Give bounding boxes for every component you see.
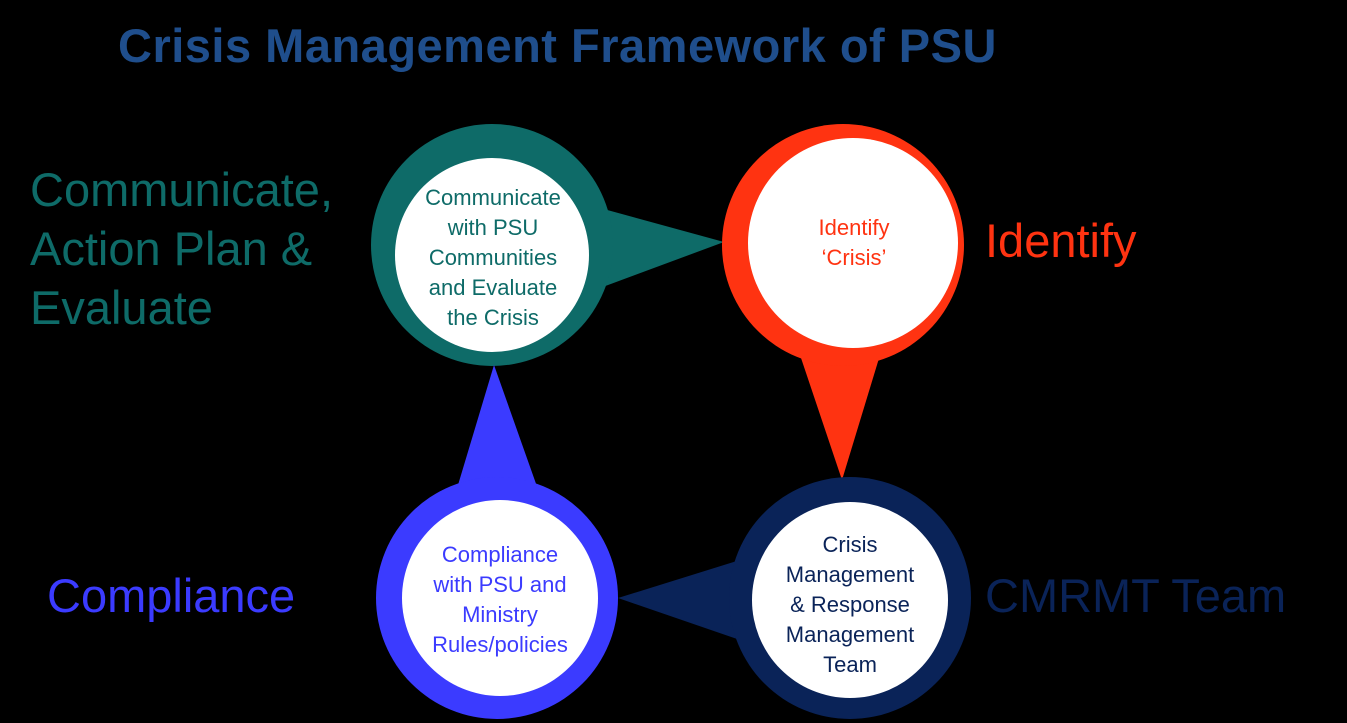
node-text-line: Crisis: [822, 532, 878, 557]
identify-pointer: [800, 355, 880, 480]
communicate-label-line: Action Plan &: [30, 222, 313, 275]
compliance-node: [376, 365, 618, 719]
cmrmt-team-label: CMRMT Team: [985, 569, 1287, 622]
node-text-line: Management: [785, 622, 915, 647]
cmrmt-core: [752, 502, 948, 698]
page-title: Crisis Management Framework of PSU: [118, 19, 997, 72]
communicate-label-line: Communicate,: [30, 163, 333, 216]
cmrmt-node-text: Crisis Management & Response Management …: [750, 510, 950, 700]
node-text-line: Communities: [428, 245, 558, 270]
node-text-line: Ministry: [462, 602, 538, 627]
communicate-pointer: [600, 208, 724, 288]
node-text-line: and Evaluate: [428, 275, 558, 300]
identify-core: [748, 138, 958, 348]
communicate-label-line: Evaluate: [30, 281, 213, 334]
compliance-node-text: Compliance with PSU and Ministry Rules/p…: [400, 520, 600, 680]
node-text-line: ‘Crisis’: [821, 245, 887, 270]
node-text-line: the Crisis: [447, 305, 539, 330]
node-text-line: & Response: [790, 592, 910, 617]
cmrmt-node: [618, 477, 971, 719]
node-text-line: Team: [823, 652, 877, 677]
node-text-line: Communicate: [425, 185, 561, 210]
identify-node: [722, 124, 964, 480]
node-text-line: with PSU: [447, 215, 539, 240]
communicate-label: Communicate, Action Plan & Evaluate: [30, 160, 333, 337]
node-text-line: Management: [785, 562, 915, 587]
node-text-line: with PSU and: [433, 572, 567, 597]
compliance-label: Compliance: [47, 569, 296, 622]
node-text-line: Compliance: [441, 542, 559, 567]
identify-label: Identify: [985, 214, 1137, 267]
compliance-core: [402, 500, 598, 696]
node-text-line: Identify: [818, 215, 890, 240]
communicate-node: [371, 124, 724, 366]
node-text-line: Rules/policies: [432, 632, 568, 657]
cmrmt-pointer: [618, 560, 740, 640]
identify-node-text: Identify ‘Crisis’: [749, 188, 959, 298]
communicate-core: [395, 158, 589, 352]
compliance-pointer: [455, 365, 540, 495]
communicate-node-text: Communicate with PSU Communities and Eva…: [398, 168, 588, 348]
